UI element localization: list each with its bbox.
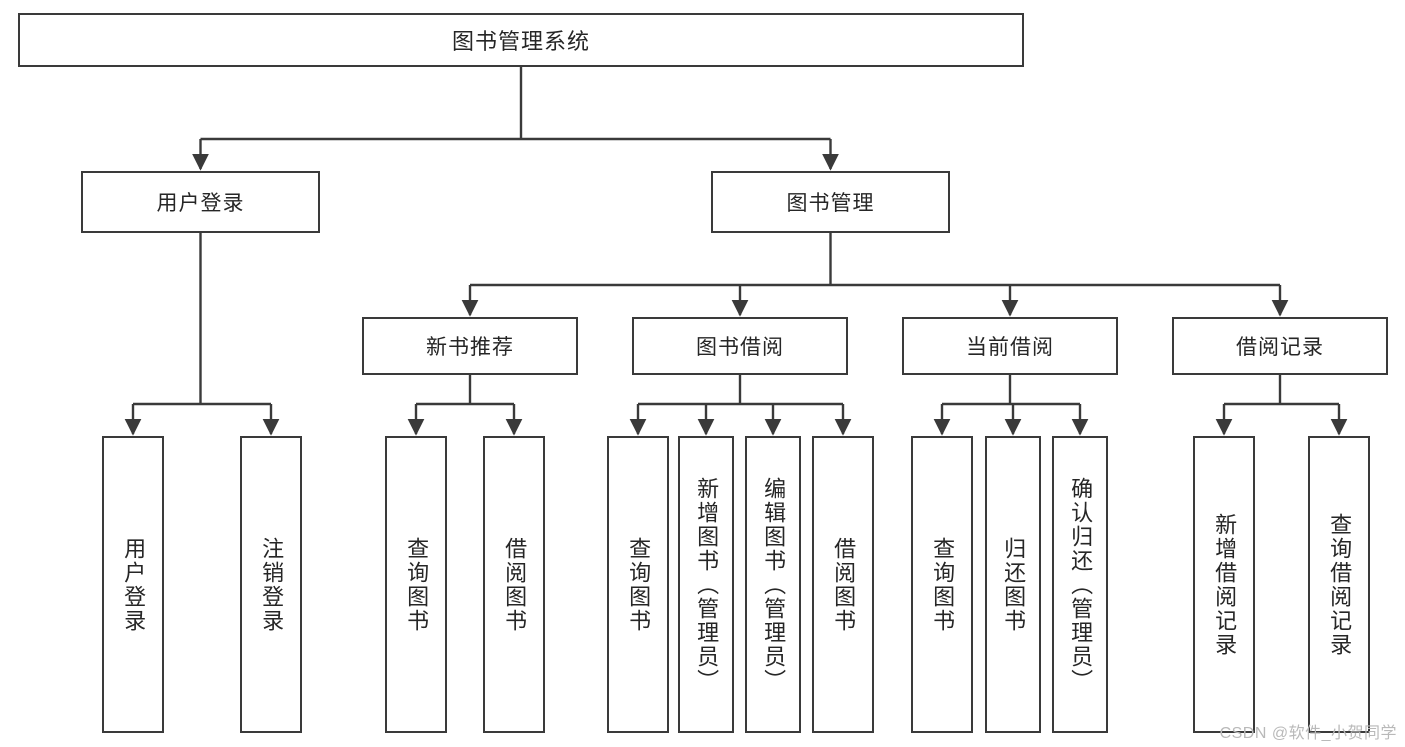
node-label: 编辑图书（管理员） — [761, 476, 787, 693]
watermark-label: CSDN @软件_小贺同学 — [1219, 725, 1397, 742]
node-l-query2[interactable]: 查询图书 — [607, 436, 669, 733]
node-l-login[interactable]: 用户登录 — [102, 436, 164, 733]
node-label: 新增借阅记录 — [1212, 512, 1238, 657]
node-login[interactable]: 用户登录 — [81, 171, 320, 233]
node-l-edit[interactable]: 编辑图书（管理员） — [745, 436, 801, 733]
node-label: 新增图书（管理员） — [694, 476, 720, 693]
node-l-borrow1[interactable]: 借阅图书 — [483, 436, 545, 733]
node-newbook[interactable]: 新书推荐 — [362, 317, 578, 375]
node-label: 确认归还（管理员） — [1068, 476, 1094, 693]
node-label: 借阅图书 — [502, 536, 528, 633]
node-label: 查询图书 — [930, 536, 956, 633]
node-label: 用户登录 — [156, 192, 245, 215]
node-label: 注销登录 — [259, 536, 285, 633]
node-label: 图书管理 — [786, 192, 875, 215]
node-label: 归还图书 — [1001, 536, 1027, 633]
node-label: 查询图书 — [626, 536, 652, 633]
node-label: 借阅记录 — [1236, 336, 1324, 359]
node-label: 查询图书 — [404, 536, 430, 633]
node-l-query3[interactable]: 查询图书 — [911, 436, 973, 733]
node-bookmgmt[interactable]: 图书管理 — [711, 171, 950, 233]
node-borrow[interactable]: 图书借阅 — [632, 317, 848, 375]
node-label: 新书推荐 — [426, 336, 514, 359]
node-current[interactable]: 当前借阅 — [902, 317, 1118, 375]
node-l-addrec[interactable]: 新增借阅记录 — [1193, 436, 1255, 733]
node-label: 查询借阅记录 — [1327, 512, 1353, 657]
node-l-borrow2[interactable]: 借阅图书 — [812, 436, 874, 733]
node-root[interactable]: 图书管理系统 — [18, 13, 1024, 67]
node-l-query1[interactable]: 查询图书 — [385, 436, 447, 733]
node-label: 当前借阅 — [966, 336, 1054, 359]
node-label: 图书管理系统 — [451, 29, 590, 54]
node-l-queryrec[interactable]: 查询借阅记录 — [1308, 436, 1370, 733]
node-l-confirm[interactable]: 确认归还（管理员） — [1052, 436, 1108, 733]
node-label: 借阅图书 — [831, 536, 857, 633]
node-l-return[interactable]: 归还图书 — [985, 436, 1041, 733]
node-label: 用户登录 — [121, 536, 147, 633]
node-label: 图书借阅 — [696, 336, 784, 359]
node-l-add[interactable]: 新增图书（管理员） — [678, 436, 734, 733]
node-l-logout[interactable]: 注销登录 — [240, 436, 302, 733]
node-records[interactable]: 借阅记录 — [1172, 317, 1388, 375]
